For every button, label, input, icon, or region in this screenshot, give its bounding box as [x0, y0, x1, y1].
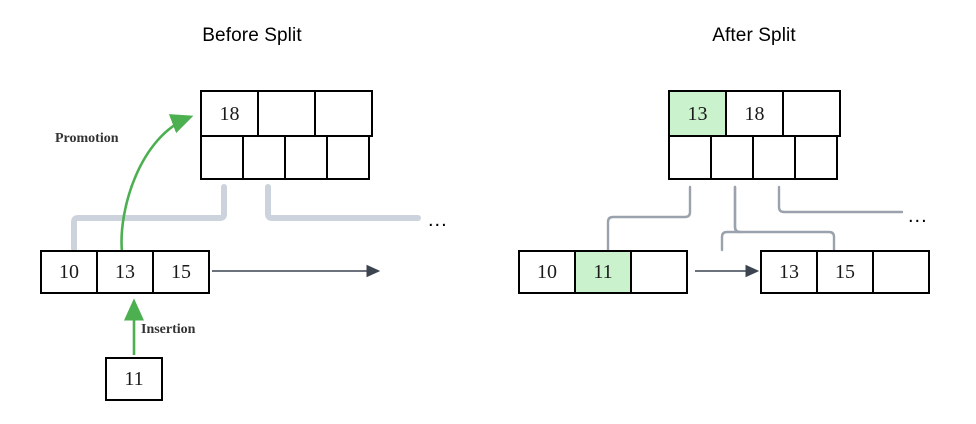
- after-internal-ptr-0: [668, 135, 712, 180]
- before-leaf-key-0: 10: [40, 250, 98, 294]
- after-leaf-right-key-2: [872, 250, 930, 294]
- after-leaf-left-node: 10 11: [518, 250, 688, 294]
- after-pointer-wires: [606, 185, 904, 252]
- after-internal-ptr-2: [752, 135, 796, 180]
- after-internal-key-2: [782, 90, 841, 137]
- before-ellipsis: ...: [428, 209, 448, 231]
- after-leaf-right-node: 13 15: [760, 250, 930, 294]
- before-leaf-key-2: 15: [152, 250, 210, 294]
- after-leaf-left-key-1: 11: [574, 250, 632, 294]
- before-internal-key-2: [314, 90, 373, 137]
- panel-title-after: After Split: [712, 25, 796, 46]
- promotion-arrow: [120, 114, 194, 253]
- promotion-label: Promotion: [55, 131, 119, 146]
- after-pointer-wire-middle: [733, 185, 836, 252]
- before-internal-key-0: 18: [200, 90, 259, 137]
- after-ellipsis: ...: [908, 205, 928, 227]
- after-internal-pointer-row: [668, 135, 841, 180]
- after-internal-ptr-1: [710, 135, 754, 180]
- after-leaf-right-row: 13 15: [760, 250, 930, 294]
- before-insertion-node: 11: [105, 357, 163, 401]
- before-leaf-row: 10 13 15: [40, 250, 210, 294]
- before-internal-node: 18: [200, 90, 373, 180]
- after-leaf-left-key-2: [630, 250, 688, 294]
- panel-title-before: Before Split: [202, 25, 302, 46]
- after-internal-key-0: 13: [668, 90, 727, 137]
- before-internal-ptr-1: [242, 135, 286, 180]
- after-internal-node: 13 18: [668, 90, 841, 180]
- after-internal-key-1: 18: [725, 90, 784, 137]
- before-leaf-key-1: 13: [96, 250, 154, 294]
- before-internal-pointer-row: [200, 135, 373, 180]
- after-leaf-left-row: 10 11: [518, 250, 688, 294]
- after-leaf-right-key-0: 13: [760, 250, 818, 294]
- before-internal-key-row: 18: [200, 90, 373, 137]
- before-internal-ptr-0: [200, 135, 244, 180]
- after-internal-ptr-3: [794, 135, 838, 180]
- insertion-label: Insertion: [141, 322, 196, 337]
- after-internal-key-row: 13 18: [668, 90, 841, 137]
- before-pointer-wires: [71, 184, 421, 253]
- before-internal-key-1: [257, 90, 316, 137]
- before-internal-ptr-3: [326, 135, 370, 180]
- before-leaf-node: 10 13 15: [40, 250, 210, 294]
- before-insertion-row: 11: [105, 357, 163, 401]
- before-internal-ptr-2: [284, 135, 328, 180]
- after-leaf-right-key-1: 15: [816, 250, 874, 294]
- after-leaf-left-key-0: 10: [518, 250, 576, 294]
- before-insertion-key-0: 11: [105, 357, 163, 401]
